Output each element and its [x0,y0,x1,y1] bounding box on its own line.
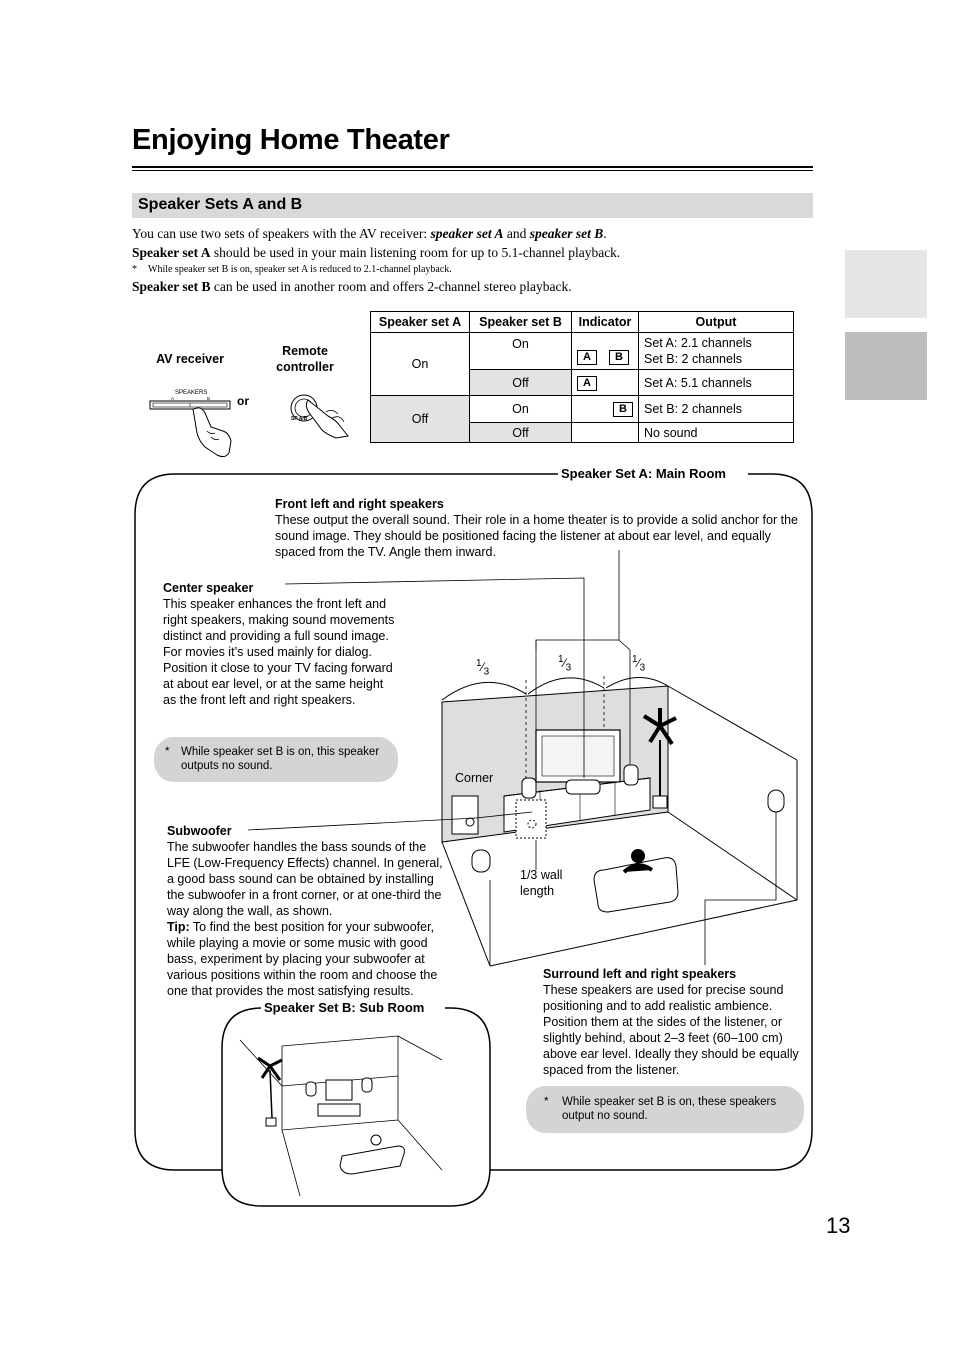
subwoofer-description: Subwoofer The subwoofer handles the bass… [167,823,447,999]
surround-speakers-description: Surround left and right speakers These s… [543,966,805,1078]
sub-room-title: Speaker Set B: Sub Room [261,1000,427,1015]
wall-length-label: 1/3 wall length [520,867,572,899]
one-third-label: 1⁄3 [476,658,489,677]
page-number: 13 [826,1213,850,1239]
center-speaker-description: Center speaker This speaker enhances the… [163,580,399,708]
front-speakers-description: Front left and right speakers These outp… [275,496,800,560]
main-room-title: Speaker Set A: Main Room [558,466,729,481]
surround-speakers-note: * While speaker set B is on, these speak… [526,1086,804,1133]
one-third-label: 1⁄3 [632,654,645,673]
corner-label: Corner [455,770,493,786]
one-third-label: 1⁄3 [558,654,571,673]
center-speaker-note: * While speaker set B is on, this speake… [154,737,398,782]
